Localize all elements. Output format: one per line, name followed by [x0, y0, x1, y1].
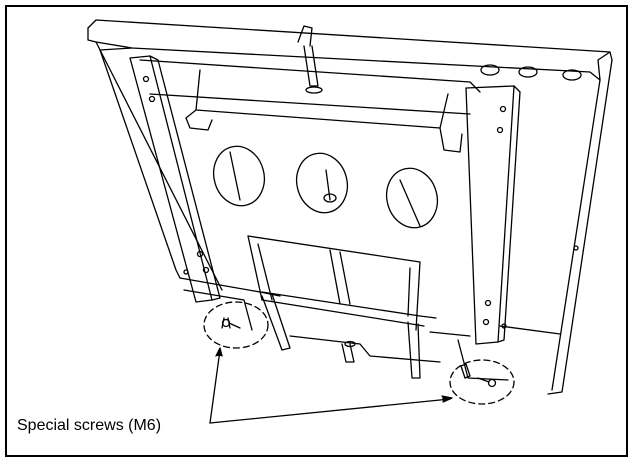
right-screw [460, 363, 497, 388]
left-screw [221, 317, 241, 329]
center-window [247, 235, 441, 379]
top-pin [297, 25, 323, 94]
top-flange [139, 59, 481, 153]
left-bracket [129, 55, 221, 303]
right-callout-circle [449, 359, 515, 405]
bottom-flange [183, 269, 561, 381]
leader-lines [209, 347, 453, 424]
edge-holes [480, 64, 582, 81]
callout-label: Special screws (M6) [17, 417, 162, 434]
left-callout-circle [203, 301, 269, 349]
round-openings [212, 145, 439, 229]
plate-outline [87, 19, 613, 395]
right-bracket [465, 85, 579, 345]
